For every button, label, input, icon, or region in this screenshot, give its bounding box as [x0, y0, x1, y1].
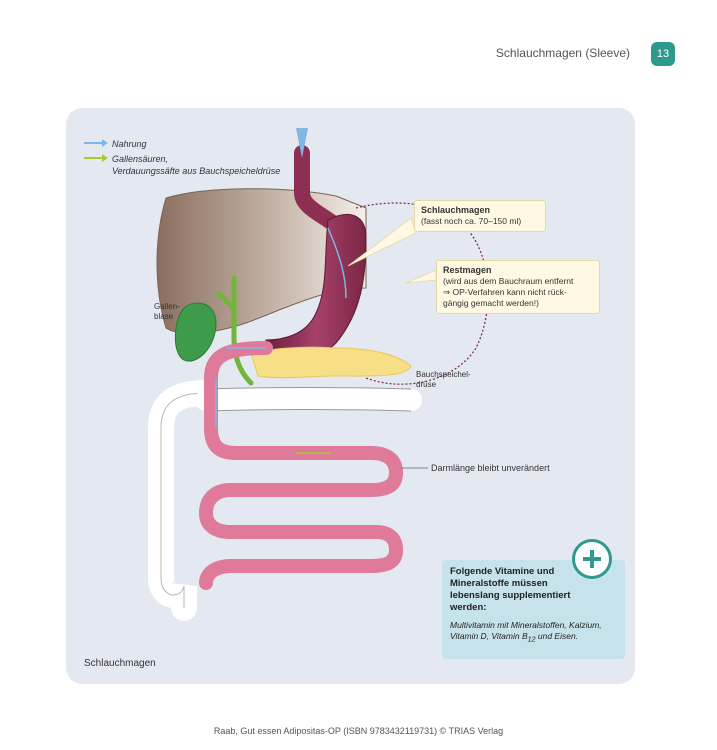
food-flow-arrow-2 — [215, 347, 266, 428]
illustration-panel: Nahrung Gallensäuren, Verdauungssäfte au… — [66, 108, 635, 684]
legend-bile-line2: Verdauungssäfte aus Bauchspeicheldrüse — [112, 166, 281, 176]
info-body-suffix: und Eisen. — [535, 631, 579, 641]
pancreas — [250, 346, 412, 379]
figure-caption: Schlauchmagen — [84, 658, 156, 669]
gallbladder-label: Gallen- blase — [154, 302, 180, 322]
sleeve-callout-title: Schlauchmagen — [421, 205, 491, 215]
large-intestine-outline — [160, 392, 207, 608]
intestine-label: Darmlänge bleibt unverändert — [431, 463, 550, 473]
pancreas-label-2: drüse — [416, 380, 437, 389]
page-number-badge: 13 — [651, 42, 675, 66]
transverse-colon — [195, 387, 422, 411]
legend-bile: Gallensäuren, Verdauungssäfte aus Bauchs… — [84, 153, 280, 177]
blue-arrow-icon — [84, 139, 108, 147]
info-box-title: Folgende Vitamine und Mineralstoffe müss… — [450, 566, 571, 613]
liver — [156, 188, 367, 334]
digestive-system-illustration — [148, 128, 489, 621]
food-entry-arrow — [296, 128, 308, 158]
info-box-body: Multivitamin mit Mineralstoffen, Kalzium… — [450, 620, 617, 646]
legend: Nahrung Gallensäuren, Verdauungssäfte au… — [84, 138, 280, 177]
green-arrow-icon — [84, 154, 108, 162]
rest-stomach-callout: Restmagen (wird aus dem Bauchraum entfer… — [436, 260, 600, 314]
sleeve-callout-text: (fasst noch ca. 70–150 ml) — [421, 216, 522, 226]
rest-callout-pointer — [405, 269, 437, 284]
info-body-prefix: Multivitamin mit Mineralstoffen, Kalzium… — [450, 620, 602, 641]
sleeve-callout-pointer — [347, 217, 417, 267]
rest-callout-line2: ⇒ OP-Verfahren kann nicht rück- — [443, 287, 567, 297]
plus-icon — [572, 539, 612, 579]
pancreas-label-1: Bauchspeichel- — [416, 370, 471, 379]
bile-duct — [215, 275, 254, 386]
food-flow-arrow — [327, 227, 347, 299]
info-body-sub: 12 — [527, 635, 536, 644]
rest-callout-line1: (wird aus dem Bauchraum entfernt — [443, 276, 574, 286]
transverse-colon-outline — [205, 387, 412, 412]
rest-callout-title: Restmagen — [443, 265, 492, 275]
legend-bile-label: Gallensäuren, Verdauungssäfte aus Bauchs… — [112, 153, 280, 177]
legend-food: Nahrung — [84, 138, 280, 150]
legend-bile-line1: Gallensäuren, — [112, 154, 169, 164]
legend-food-label: Nahrung — [112, 139, 147, 149]
page-header-title: Schlauchmagen (Sleeve) — [495, 46, 630, 60]
gallbladder-label-1: Gallen- — [154, 302, 180, 311]
rest-callout-line3: gängig gemacht werden!) — [443, 298, 539, 308]
esophagus — [294, 145, 344, 234]
pancreas-label: Bauchspeichel- drüse — [416, 370, 471, 390]
large-intestine — [148, 380, 219, 621]
gallbladder-label-2: blase — [154, 312, 174, 321]
sleeve-callout: Schlauchmagen (fasst noch ca. 70–150 ml) — [414, 200, 546, 232]
small-intestine — [199, 341, 403, 590]
page-footer: Raab, Gut essen Adipositas-OP (ISBN 9783… — [213, 726, 504, 736]
gallbladder — [174, 302, 217, 362]
